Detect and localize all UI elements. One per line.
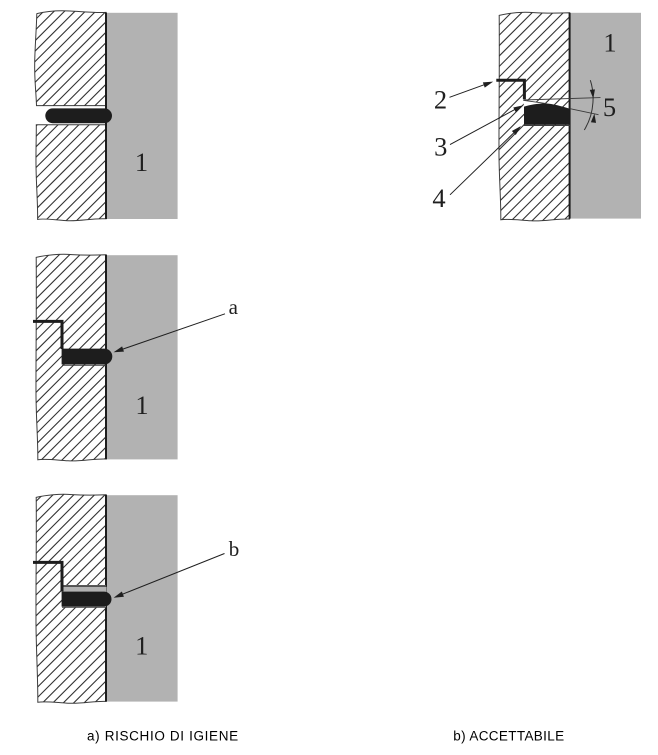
svg-text:2: 2 [434, 84, 447, 114]
svg-text:1: 1 [603, 28, 616, 58]
svg-text:3: 3 [434, 131, 447, 161]
svg-text:1: 1 [135, 390, 148, 420]
svg-text:b: b [229, 537, 240, 561]
svg-text:a: a [229, 295, 239, 319]
svg-text:a) RISCHIO DI IGIENE: a) RISCHIO DI IGIENE [87, 728, 239, 743]
svg-text:b) ACCETTABILE: b) ACCETTABILE [453, 729, 564, 744]
svg-text:4: 4 [432, 183, 445, 213]
svg-text:1: 1 [135, 630, 148, 660]
svg-text:1: 1 [135, 147, 148, 177]
svg-text:5: 5 [603, 92, 616, 122]
